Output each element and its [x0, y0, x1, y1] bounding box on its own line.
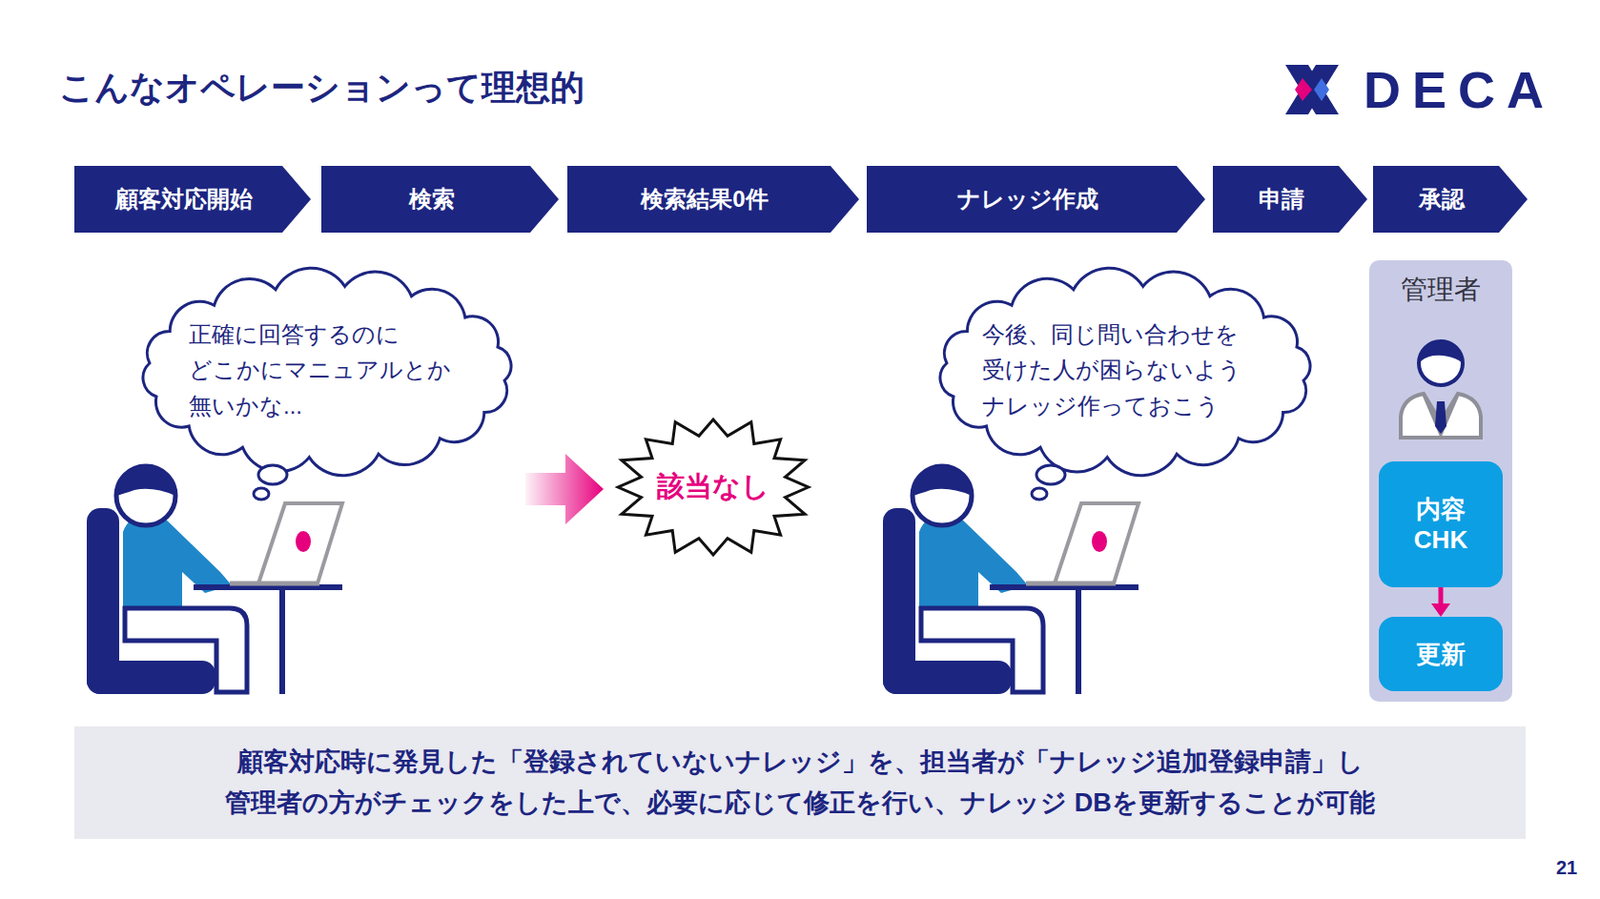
connector-line: [1438, 587, 1444, 604]
node-text: 正確に回答するのに どこかにマニュアルとか 無いかな...: [188, 316, 466, 424]
process-chevron: 承認: [1373, 165, 1528, 233]
page-number: 21: [1556, 856, 1578, 880]
manager-tie: [1435, 401, 1447, 434]
cloud-tail: [253, 488, 269, 500]
node-text: 内容 CHK: [1392, 493, 1490, 556]
action-box: 内容 CHK: [1378, 461, 1503, 588]
chevron-fill: [321, 165, 559, 233]
manager-panel: 管理者内容 CHK 更新: [1369, 260, 1513, 702]
manager-collar: [1423, 393, 1458, 434]
slide-title: こんなオペレーションって理想的: [59, 64, 585, 112]
process-chevron: 検索結果0件: [567, 165, 860, 233]
process-chevron: 申請: [1212, 165, 1368, 233]
node-text: 顧客対応時に発見した「登録されていないナレッジ」を、担当者が「ナレッジ追加登録申…: [102, 741, 1498, 824]
cloud-tail: [258, 465, 288, 485]
cloud-tail: [1036, 465, 1066, 485]
chevron-fill: [74, 165, 311, 233]
node-text: 承認: [1418, 184, 1465, 215]
node-text: 該当なし: [656, 468, 770, 507]
cloud-tail: [1031, 488, 1047, 500]
logo-stroke: [1285, 64, 1339, 115]
process-chevron: 顧客対応開始: [74, 165, 311, 233]
node-text: 今後、同じ問い合わせを 受けた人が困らないよう ナレッジ作っておこう: [982, 316, 1269, 424]
logo-text: DECA: [1363, 59, 1556, 122]
operator-figure: [86, 466, 343, 695]
cloud-outline: [143, 267, 512, 476]
node-text: ナレッジ作成: [957, 184, 1099, 215]
manager-icon: [1394, 334, 1487, 440]
thought-cloud: 正確に回答するのに どこかにマニュアルとか 無いかな...: [129, 266, 525, 489]
process-chevron: ナレッジ作成: [866, 165, 1206, 233]
starburst-outline: [617, 419, 809, 555]
chevron-fill: [866, 165, 1206, 233]
manager-head: [1418, 341, 1463, 386]
action-box: 更新: [1378, 616, 1503, 692]
chevron-fill: [1212, 165, 1368, 233]
process-chevron: 検索: [321, 165, 559, 233]
node-text: 検索: [409, 184, 455, 215]
node-text: 申請: [1258, 184, 1305, 215]
operator-figure: [882, 466, 1139, 695]
logo-accent: [1294, 78, 1313, 102]
arrow-head: [1431, 603, 1451, 617]
node-text: 管理者: [1369, 271, 1513, 308]
logo-stroke: [1285, 64, 1339, 115]
chevron-fill: [1373, 165, 1528, 233]
manager-hair: [1418, 341, 1463, 364]
logo-accent: [1313, 78, 1330, 102]
result-starburst: 該当なし: [610, 412, 817, 562]
node-text: 検索結果0件: [640, 184, 768, 215]
cloud-outline: [940, 267, 1311, 476]
result-arrow: [525, 453, 604, 525]
connector: [1431, 587, 1451, 617]
node-text: 顧客対応開始: [115, 184, 253, 215]
logo-mark: [1285, 64, 1339, 115]
node-text: 更新: [1415, 638, 1466, 671]
chevron-fill: [567, 165, 860, 233]
summary-band: 顧客対応時に発見した「登録されていないナレッジ」を、担当者が「ナレッジ追加登録申…: [74, 726, 1526, 840]
thought-cloud: 今後、同じ問い合わせを 受けた人が困らないよう ナレッジ作っておこう: [926, 266, 1324, 489]
manager-suit: [1400, 393, 1481, 438]
